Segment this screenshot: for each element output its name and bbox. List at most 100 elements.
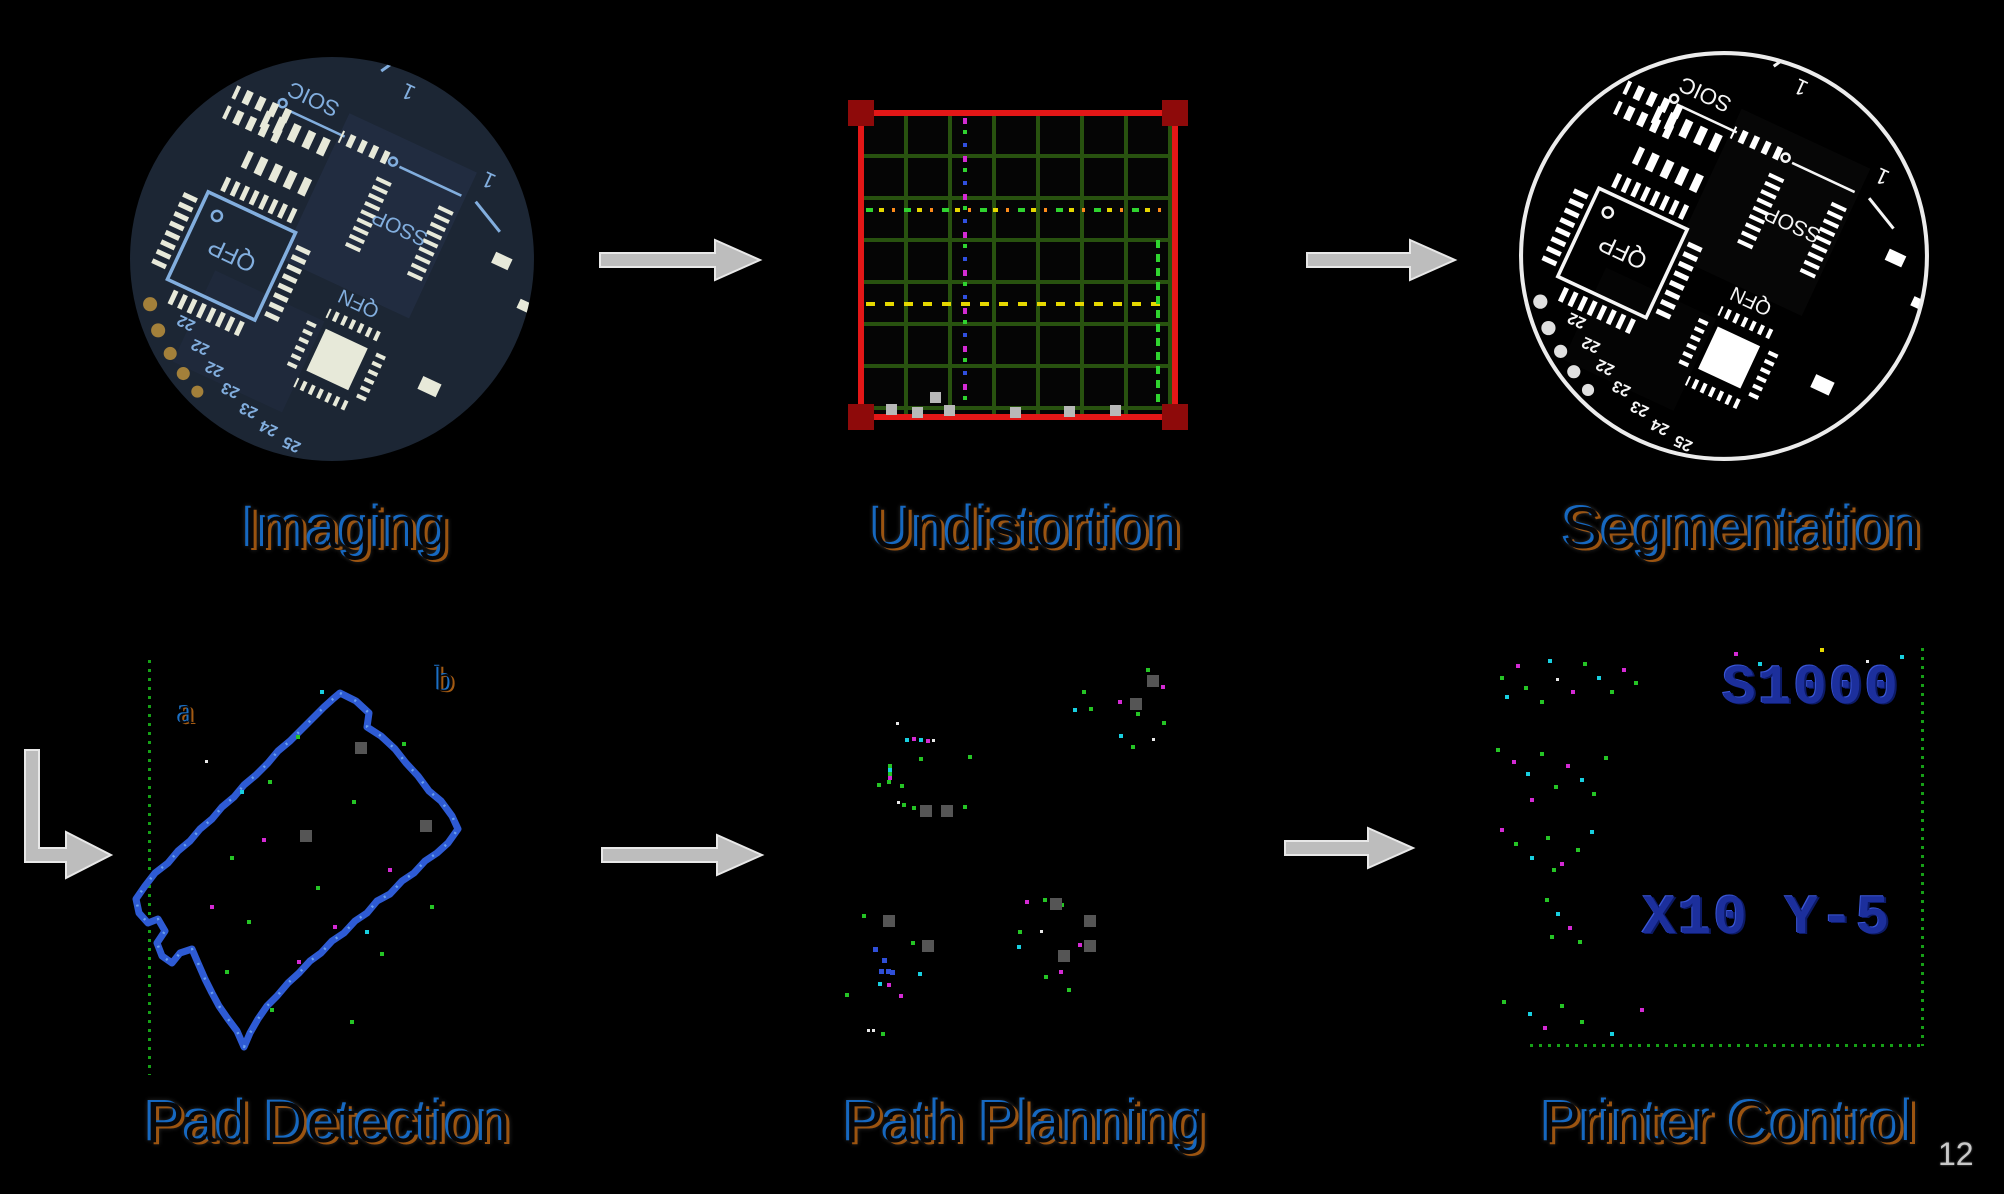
speck-dot [1610, 1032, 1614, 1036]
segmentation-image [1519, 51, 1929, 461]
speck-dot [1571, 690, 1575, 694]
speck-dot [1146, 668, 1150, 672]
label-path-planning: Path Planning [815, 1090, 1235, 1157]
speck-dot [1526, 772, 1530, 776]
speck-dot [879, 969, 884, 974]
grid-corner-marker [848, 100, 874, 126]
imaging-photo [130, 57, 534, 461]
grid-corner-marker [1162, 404, 1188, 430]
speck-dot [365, 930, 369, 934]
speck-dot [300, 830, 312, 842]
speck-dot [1583, 662, 1587, 666]
speck-dot [402, 742, 406, 746]
speck-dot [886, 969, 891, 974]
speck-dot [1540, 700, 1544, 704]
speck-dot [1528, 1012, 1532, 1016]
speck-dot [1580, 778, 1584, 782]
speck-dot [1147, 675, 1159, 687]
speck-dot [1866, 660, 1869, 663]
speck-dot [900, 784, 904, 788]
speck-dot [1136, 712, 1140, 716]
speck-dot [1734, 652, 1738, 656]
undistortion-grid [848, 100, 1188, 430]
speck-dot [1545, 898, 1549, 902]
speck-dot [1580, 1020, 1584, 1024]
speck-dot [230, 856, 234, 860]
speck-dot [1820, 648, 1824, 652]
speck-dot [1543, 1026, 1547, 1030]
speck-dot [877, 783, 881, 787]
label-imaging: Imaging [136, 496, 556, 563]
speck-dot [1900, 655, 1904, 659]
speck-dot [352, 800, 356, 804]
pad-detection-sublabel-b: b [436, 658, 454, 700]
speck-dot [1131, 745, 1135, 749]
speck-dot [1634, 681, 1638, 685]
speck-dot [316, 886, 320, 890]
speck-dot [930, 392, 941, 403]
speck-dot [1060, 903, 1064, 907]
speck-dot [1161, 685, 1165, 689]
speck-dot [896, 722, 899, 725]
speck-dot [1597, 676, 1601, 680]
speck-dot [886, 404, 897, 415]
speck-dot [1516, 664, 1520, 668]
speck-dot [240, 790, 244, 794]
speck-dot [247, 920, 251, 924]
speck-dot [1152, 738, 1155, 741]
speck-dot [1578, 940, 1582, 944]
speck-dot [1067, 988, 1071, 992]
speck-dot [1043, 898, 1047, 902]
speck-dot [1610, 690, 1614, 694]
arrow-paddetection-to-pathplanning [601, 833, 765, 877]
speck-dot [1556, 678, 1559, 681]
speck-dot [1500, 828, 1504, 832]
speck-dot [1552, 868, 1556, 872]
speck-dot [1044, 975, 1048, 979]
speck-dot [883, 915, 895, 927]
grid-detection-column [1156, 240, 1160, 405]
speck-dot [225, 970, 229, 974]
speck-dot [1604, 756, 1608, 760]
speck-dot [887, 780, 891, 784]
speck-dot [1560, 1004, 1564, 1008]
pad-contour [132, 689, 462, 1051]
speck-dot [882, 958, 887, 963]
speck-dot [897, 801, 900, 804]
speck-dot [355, 742, 367, 754]
speck-dot [963, 805, 967, 809]
speck-dot [1568, 926, 1572, 930]
gcode-move-command: X10 Y-5 [1642, 886, 1892, 950]
speck-dot [297, 960, 301, 964]
speck-dot [1592, 792, 1596, 796]
speck-dot [1064, 406, 1075, 417]
speck-dot [1576, 848, 1580, 852]
grid-detection-column [963, 118, 967, 406]
speck-dot [1530, 798, 1534, 802]
speck-dot [873, 947, 878, 952]
speck-dot [918, 972, 922, 976]
speck-dot [430, 905, 434, 909]
grid-detection-row [866, 302, 1166, 306]
grid-corner-marker [1162, 100, 1188, 126]
speck-dot [333, 925, 337, 929]
speck-dot [1059, 970, 1063, 974]
speck-dot [899, 994, 903, 998]
speck-dot [1050, 898, 1062, 910]
speck-dot [912, 806, 916, 810]
speck-dot [1500, 676, 1504, 680]
speck-dot [210, 905, 214, 909]
speck-dot [926, 739, 930, 743]
speck-dot [890, 970, 895, 975]
speck-dot [1025, 900, 1029, 904]
speck-dot [888, 776, 892, 780]
pad-detection-axis-line [148, 660, 151, 1075]
speck-dot [1502, 1000, 1506, 1004]
speck-dot [845, 993, 849, 997]
speck-dot [1540, 752, 1544, 756]
speck-dot [944, 405, 955, 416]
label-pad-detection: Pad Detection [118, 1090, 538, 1157]
speck-dot [1119, 734, 1123, 738]
speck-dot [420, 820, 432, 832]
speck-dot [388, 868, 392, 872]
